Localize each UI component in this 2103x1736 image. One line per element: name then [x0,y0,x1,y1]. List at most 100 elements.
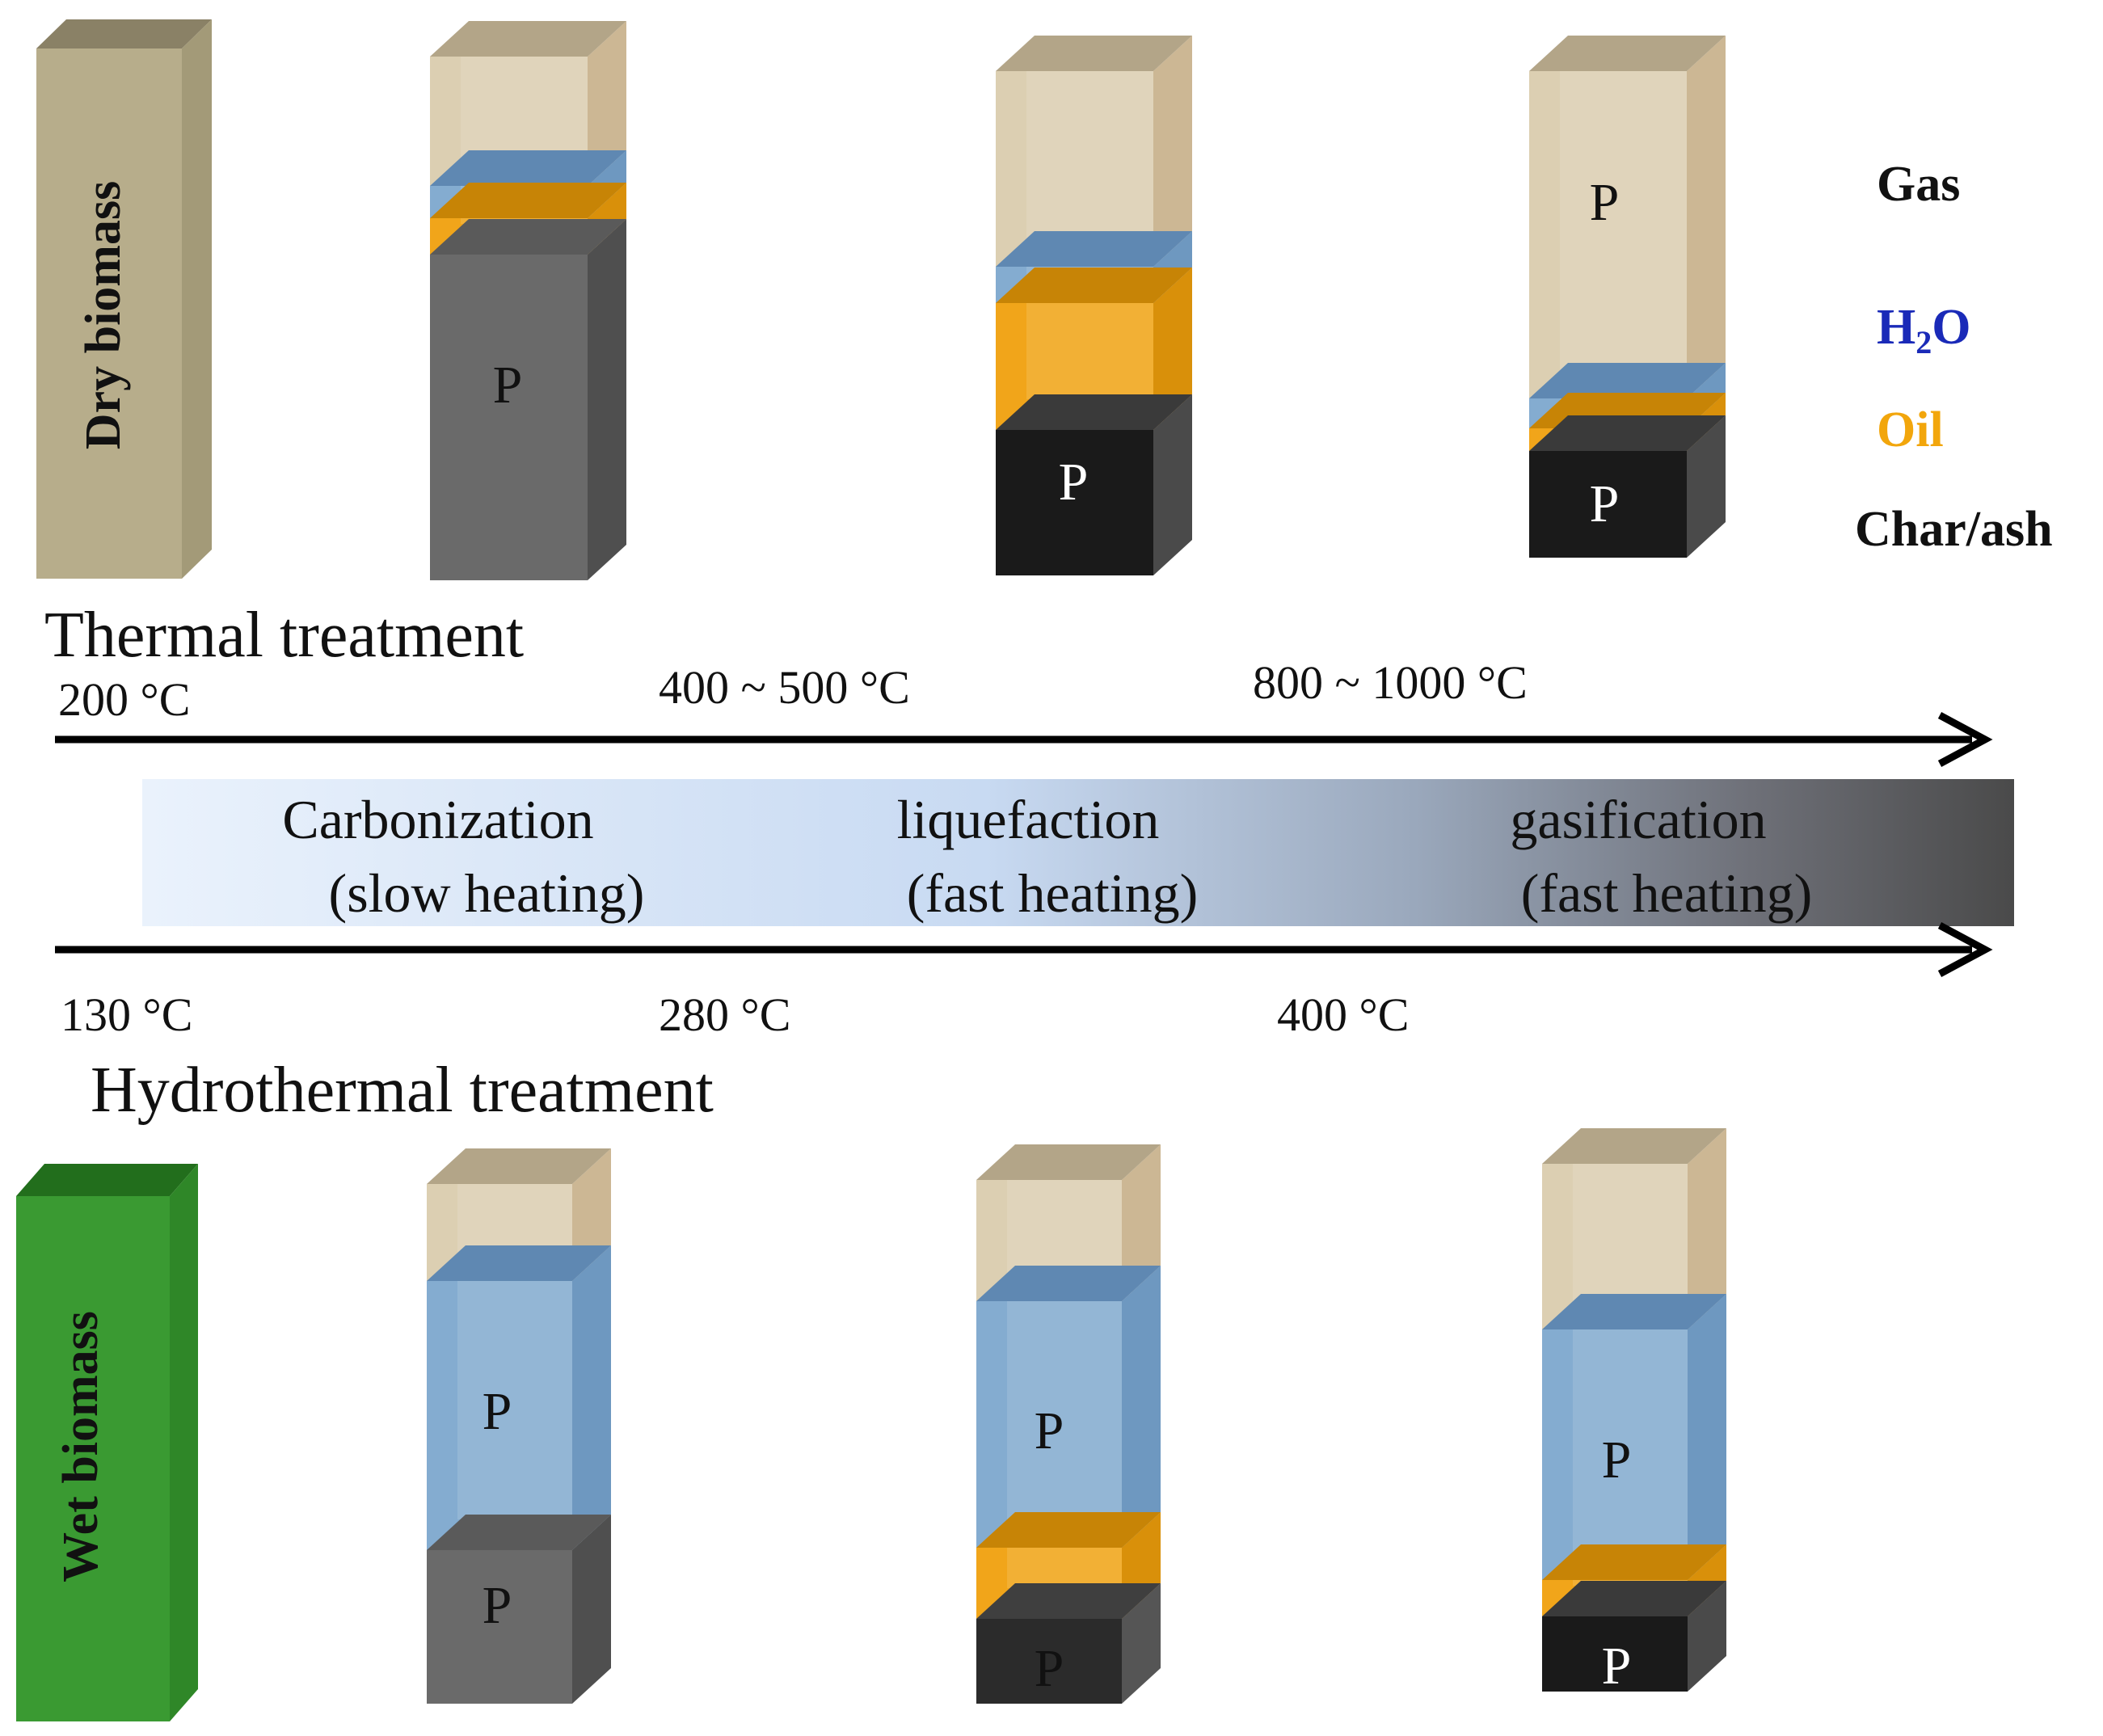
solid-layer [427,1550,572,1704]
gas-layer [1529,71,1687,398]
gas-inner-face [1560,40,1687,368]
wet-column-carbonization [427,1148,611,1704]
dark-layer-side [1122,1583,1161,1704]
water-interface [427,1245,611,1281]
water-inner-face [457,1250,572,1519]
water-interface [996,231,1192,267]
water-interface [430,150,626,186]
oil-inner-face [1026,272,1153,399]
hydro-temp-400: 400 °C [1277,988,1409,1041]
gas-top-face [427,1148,611,1184]
p-label: P [1590,474,1620,533]
water-layer-side [1688,1294,1726,1580]
gas-top-face [1542,1128,1726,1164]
oil-layer-side [1153,268,1192,430]
wet-biomass-label: Wet biomass [53,1311,108,1582]
dark-interface [976,1583,1161,1619]
solid-layer-side [588,219,626,580]
hydrothermal-treatment-title: Hydrothermal treatment [91,1055,714,1126]
char-layer-side [1688,1581,1726,1692]
p-label: P [483,1382,512,1441]
char-interface [1542,1581,1726,1616]
p-label: P [483,1576,512,1635]
hydro-temp-280: 280 °C [659,988,790,1041]
char-layer [1529,451,1687,558]
gas-layer [996,71,1153,267]
p-label: P [1602,1637,1632,1696]
solid-interface [427,1515,611,1550]
char-layer [996,430,1153,575]
p-label: P [1035,1401,1064,1460]
process-gradient-band [142,779,2014,926]
gas-layer [1542,1164,1688,1329]
wet-biomass-block [16,1164,198,1721]
hydrothermal-arrowhead [1937,922,1993,977]
oil-interface [976,1512,1161,1548]
thermal-temp-200: 200 °C [58,673,190,726]
dry-column-carbonization [430,21,626,580]
legend-gas: Gas [1877,157,1960,212]
legend-oil: Oil [1877,402,1944,457]
gas-inner-face [1573,1133,1688,1299]
stage-gasification: gasification [1510,789,1766,850]
char-layer-side [1687,415,1726,558]
water-inner-face [1007,1270,1122,1517]
stage-gasification-note: (fast heating) [1521,862,1813,924]
gas-top-face [1529,36,1726,71]
legend: Gas H2O Oil Char/ash [1855,157,2053,557]
stage-carbonization-note: (slow heating) [329,862,645,924]
water-interface [976,1266,1161,1301]
gas-top-face [430,21,626,57]
gas-layer-side [1688,1128,1726,1329]
dry-column-liquefaction [996,36,1192,575]
stage-carbonization: Carbonization [282,789,593,850]
oil-interface [996,268,1192,303]
p-label: P [1602,1431,1632,1490]
water-layer [427,1281,572,1550]
legend-char-ash: Char/ash [1855,502,2053,557]
gas-layer-side [1153,36,1192,267]
gas-layer-side [1687,36,1726,398]
hydro-temp-130: 130 °C [61,988,192,1041]
solid-interface [430,219,626,255]
dry-biomass-label: Dry biomass [76,181,131,449]
stage-liquefaction-note: (fast heating) [907,862,1199,924]
oil-interface [1542,1544,1726,1580]
legend-h2o: H2O [1877,300,1970,360]
thermal-temp-800-1000: 800 ~ 1000 °C [1253,656,1528,709]
solid-layer [430,255,588,580]
gas-layer-side [1122,1144,1161,1301]
gas-layer-side [588,21,626,186]
gas-top-face [996,36,1192,71]
water-layer [1542,1329,1688,1580]
water-interface [1542,1294,1726,1329]
oil-interface [430,183,626,218]
char-layer-side [1153,394,1192,575]
gas-top-face [976,1144,1161,1180]
p-label: P [1590,173,1620,232]
char-interface [996,394,1192,430]
dark-layer [976,1619,1122,1704]
p-label: P [1035,1639,1064,1698]
char-interface [1529,415,1726,451]
dry-biomass-block [36,19,212,579]
thermal-treatment-title: Thermal treatment [44,600,524,671]
thermal-temp-400-500: 400 ~ 500 °C [659,661,910,714]
water-layer-side [572,1245,611,1550]
gas-inner-face [461,26,588,155]
p-label: P [493,356,523,415]
water-layer [976,1301,1122,1548]
thermal-arrowhead [1937,712,1993,767]
water-interface [1529,363,1726,398]
water-layer-side [1122,1266,1161,1548]
dry-column-gasification [1529,36,1726,558]
solid-layer-side [572,1515,611,1704]
wet-column-gasification [1542,1128,1726,1692]
water-inner-face [1573,1299,1688,1549]
gas-inner-face [1026,40,1153,236]
stage-liquefaction: liquefaction [897,789,1160,850]
p-label: P [1059,453,1089,512]
char-layer [1542,1616,1688,1692]
wet-column-liquefaction [976,1144,1161,1704]
